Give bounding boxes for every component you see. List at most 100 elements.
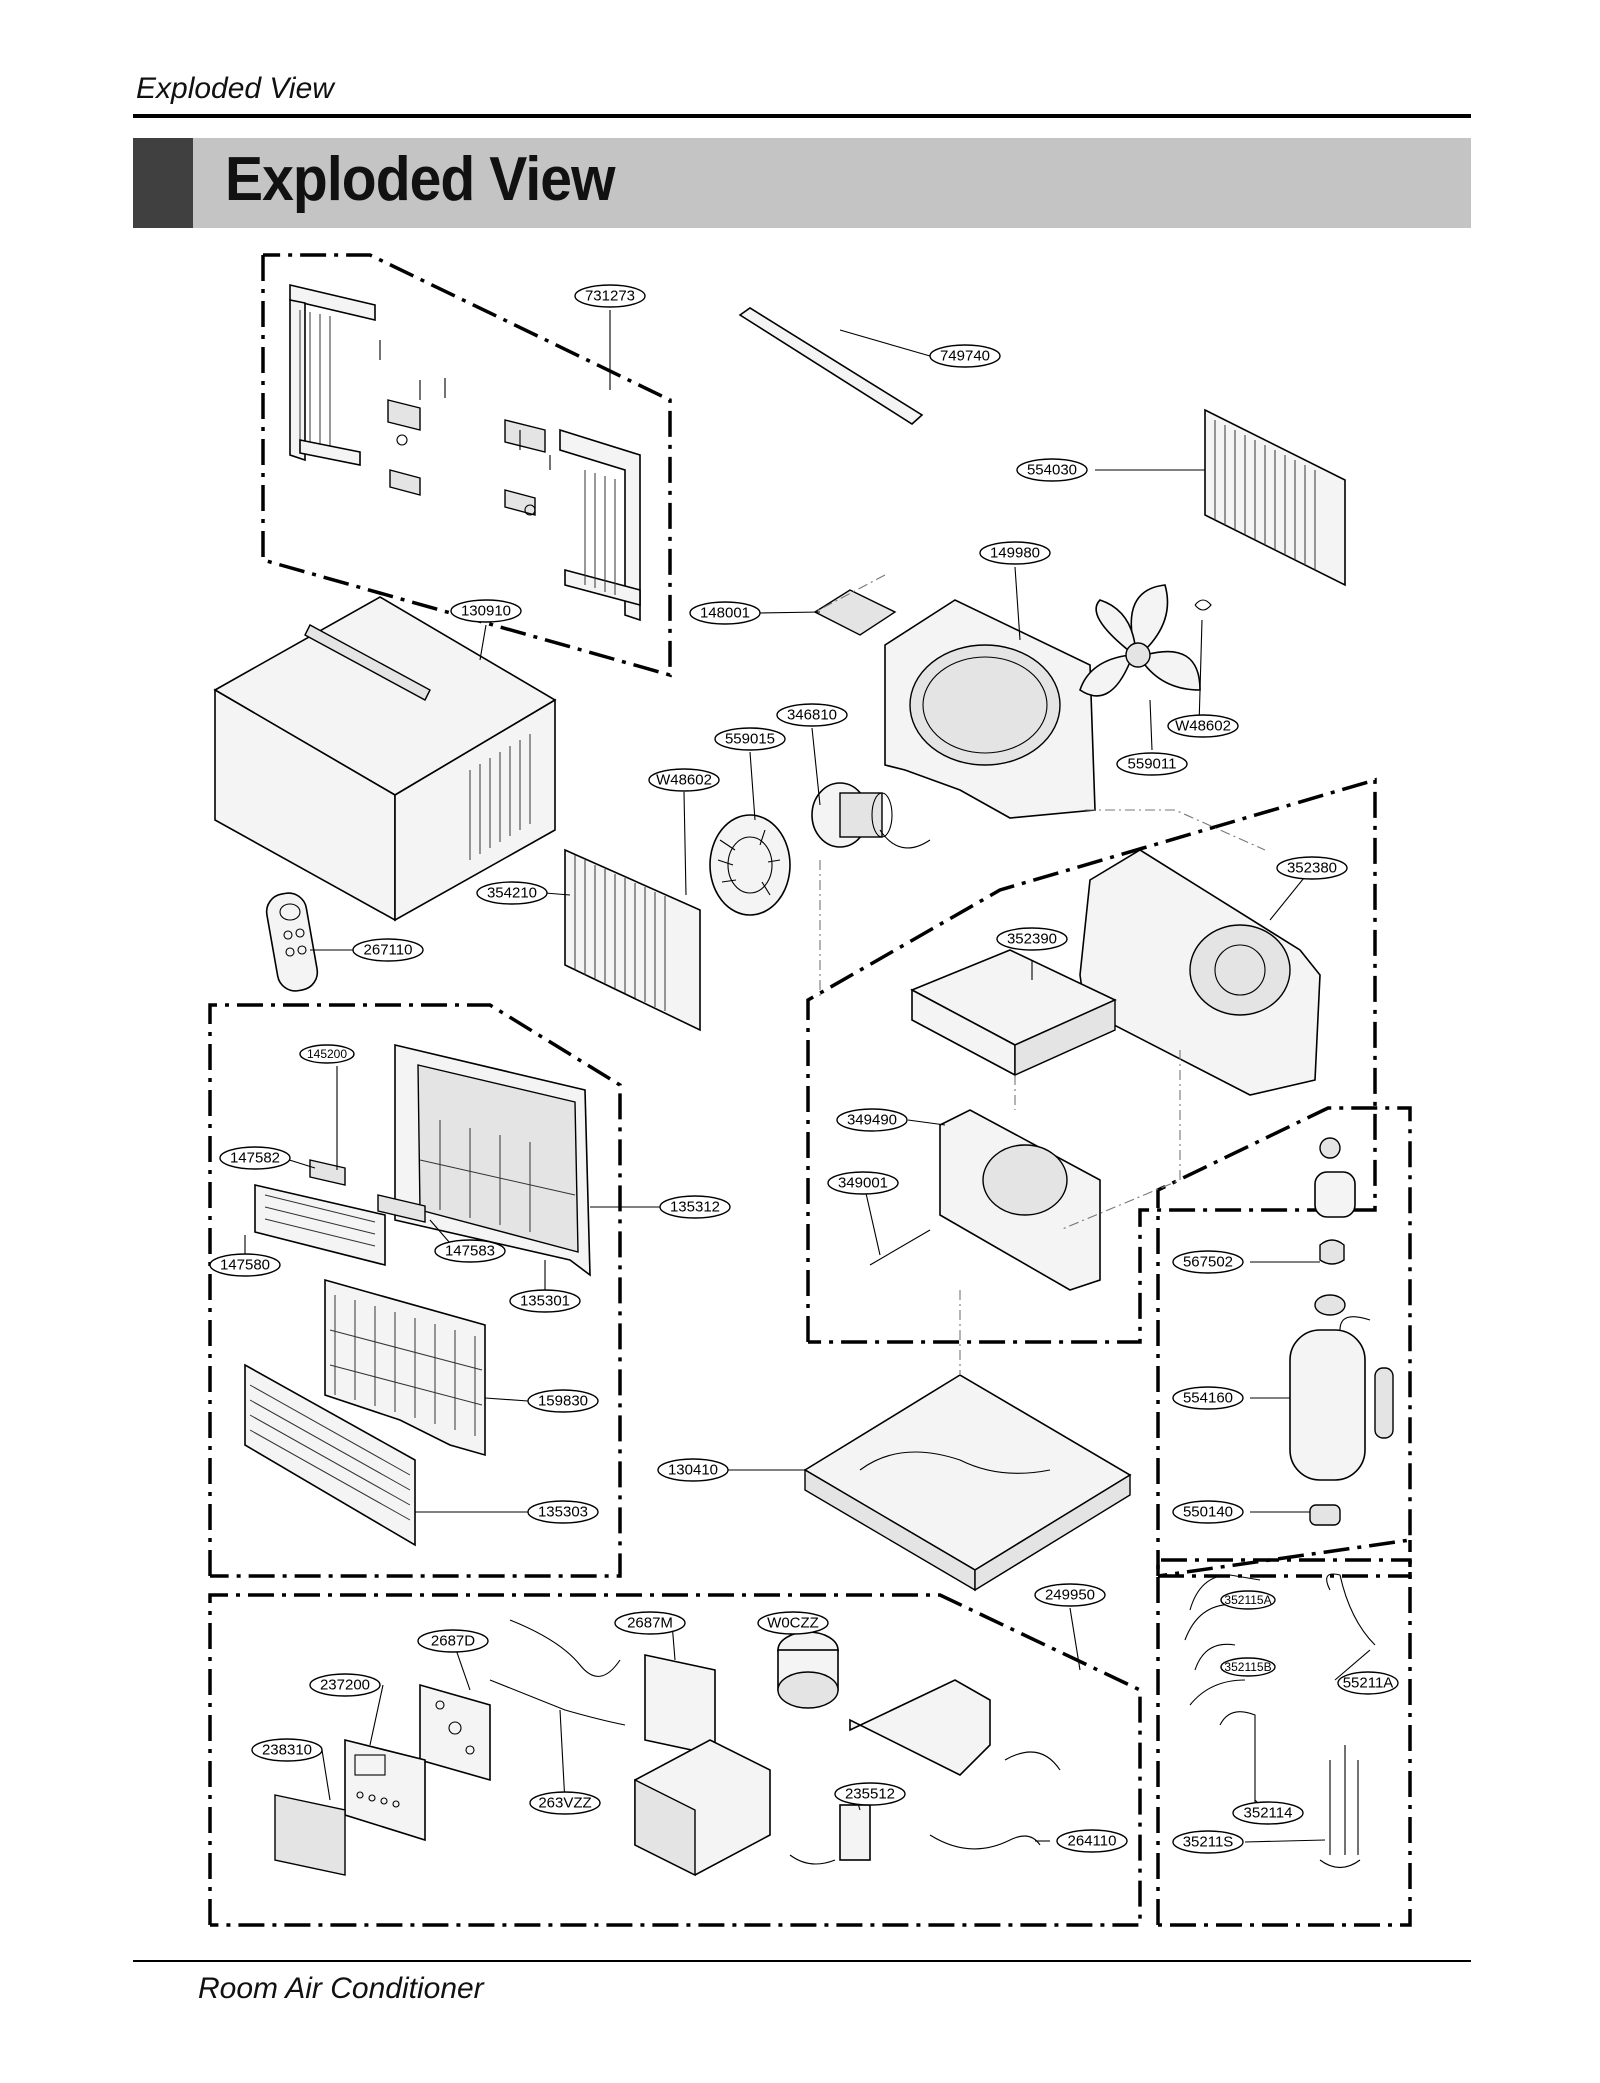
svg-text:235512: 235512 (845, 1786, 895, 1803)
part-label-35211s: 35211S (1172, 1830, 1244, 1854)
evaporator-coil (564, 848, 701, 1032)
part-label-352390: 352390 (996, 927, 1068, 951)
svg-text:349490: 349490 (847, 1112, 897, 1129)
part-label-346810: 346810 (776, 703, 848, 727)
blower-wheel (709, 814, 791, 916)
part-label-349001: 349001 (827, 1171, 899, 1195)
part-label-731273: 731273 (574, 284, 646, 308)
svg-text:238310: 238310 (262, 1742, 312, 1759)
svg-text:W0CZZ: W0CZZ (767, 1615, 819, 1632)
part-label-w48602-indoor: W48602 (648, 768, 720, 792)
svg-text:159830: 159830 (538, 1393, 588, 1410)
part-label-135312: 135312 (659, 1195, 731, 1219)
part-label-249950: 249950 (1034, 1583, 1106, 1607)
svg-text:352115A: 352115A (1224, 1593, 1271, 1607)
svg-text:559011: 559011 (1128, 756, 1177, 773)
part-label-349490: 349490 (836, 1108, 908, 1132)
svg-text:249950: 249950 (1045, 1587, 1095, 1604)
svg-text:130910: 130910 (461, 603, 511, 620)
fan-shroud (884, 599, 1096, 819)
svg-text:550140: 550140 (1183, 1504, 1233, 1521)
part-label-559011: 559011 (1116, 752, 1188, 776)
inner-orifice (869, 1109, 1101, 1291)
svg-text:354210: 354210 (487, 885, 537, 902)
svg-text:349001: 349001 (838, 1175, 888, 1192)
cabinet (213, 596, 557, 922)
svg-text:148001: 148001 (700, 605, 750, 622)
base-pan (803, 1374, 1132, 1592)
part-label-749740: 749740 (929, 344, 1001, 368)
header-rule (133, 114, 1471, 118)
svg-text:264110: 264110 (1068, 1833, 1117, 1850)
part-label-267110: 267110 (352, 938, 424, 962)
svg-text:352390: 352390 (1007, 931, 1057, 948)
part-label-238310: 238310 (251, 1738, 323, 1762)
part-label-352380: 352380 (1276, 856, 1348, 880)
top-rail (738, 307, 924, 426)
part-label-354210: 354210 (476, 881, 548, 905)
part-label-149980: 149980 (979, 541, 1051, 565)
part-label-237200: 237200 (309, 1673, 381, 1697)
svg-text:267110: 267110 (364, 942, 413, 959)
svg-text:55211A: 55211A (1343, 1675, 1394, 1692)
svg-text:135301: 135301 (520, 1293, 570, 1310)
part-label-147583: 147583 (434, 1239, 506, 1263)
part-label-554030: 554030 (1016, 458, 1088, 482)
part-label-130410: 130410 (657, 1458, 729, 1482)
svg-text:352380: 352380 (1287, 860, 1337, 877)
svg-text:35211S: 35211S (1183, 1834, 1234, 1851)
part-label-352115b: 352115B (1220, 1657, 1276, 1677)
part-label-147580: 147580 (209, 1253, 281, 1277)
svg-text:567502: 567502 (1183, 1254, 1233, 1271)
propeller-fan (1079, 584, 1212, 697)
svg-text:749740: 749740 (940, 348, 990, 365)
group-boundaries (208, 253, 1412, 1927)
running-header: Exploded View (136, 72, 334, 105)
svg-text:147583: 147583 (445, 1243, 495, 1260)
svg-text:554160: 554160 (1183, 1390, 1233, 1407)
part-label-135301: 135301 (509, 1289, 581, 1313)
svg-text:2687M: 2687M (627, 1615, 673, 1632)
title-tab (133, 138, 193, 228)
svg-text:W48602: W48602 (1175, 718, 1231, 735)
svg-text:2687D: 2687D (431, 1633, 475, 1650)
fan-motor (811, 782, 931, 849)
part-label-264110: 264110 (1056, 1829, 1128, 1853)
part-label-352114: 352114 (1232, 1801, 1304, 1825)
part-label-2687m: 2687M (614, 1611, 686, 1635)
part-label-235512: 235512 (834, 1782, 906, 1806)
motor-mount (813, 589, 897, 636)
svg-text:559015: 559015 (725, 731, 775, 748)
part-label-130910: 130910 (450, 599, 522, 623)
part-label-55211a: 55211A (1337, 1671, 1399, 1695)
part-label-159830: 159830 (527, 1389, 599, 1413)
svg-text:145200: 145200 (307, 1047, 347, 1061)
svg-text:352115B: 352115B (1224, 1660, 1271, 1674)
front-panel-group (244, 1043, 591, 1547)
part-label-554160: 554160 (1172, 1386, 1244, 1410)
footer-title: Room Air Conditioner (198, 1972, 484, 2005)
part-label-263vzz: 263VZZ (529, 1791, 601, 1815)
svg-text:130410: 130410 (668, 1462, 718, 1479)
svg-text:W48602: W48602 (656, 772, 712, 789)
part-label-567502: 567502 (1172, 1250, 1244, 1274)
installation-frame-group (289, 283, 641, 622)
svg-text:352114: 352114 (1244, 1805, 1293, 1822)
svg-text:149980: 149980 (990, 545, 1040, 562)
svg-text:554030: 554030 (1027, 462, 1077, 479)
part-label-148001: 148001 (689, 601, 761, 625)
part-label-559015: 559015 (714, 727, 786, 751)
svg-text:263VZZ: 263VZZ (538, 1795, 591, 1812)
svg-text:346810: 346810 (787, 707, 837, 724)
part-label-2687d: 2687D (417, 1629, 489, 1653)
assembly-guides (814, 574, 1266, 1375)
part-label-550140: 550140 (1172, 1500, 1244, 1524)
footer-rule (133, 1960, 1471, 1962)
section-title-band: Exploded View (133, 138, 1471, 228)
svg-text:237200: 237200 (320, 1677, 370, 1694)
part-labels: 731273 749740 554030 149980 148001 13091… (209, 284, 1399, 1854)
part-label-147582: 147582 (219, 1146, 291, 1170)
part-label-w48602-outdoor: W48602 (1167, 714, 1239, 738)
remote-controller (265, 892, 319, 992)
condenser-coil (1204, 408, 1346, 587)
